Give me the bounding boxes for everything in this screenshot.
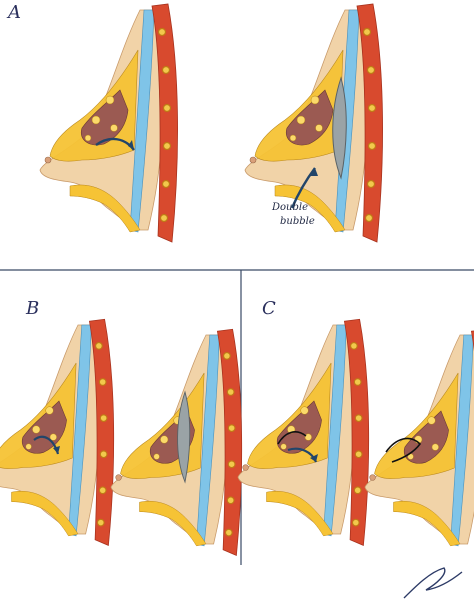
figure-a-right <box>244 3 384 243</box>
panel-label-a: A <box>6 2 21 23</box>
figure-a-left <box>39 3 179 243</box>
arrow-icon <box>290 167 316 209</box>
annotation-bubble: bubble <box>280 216 315 227</box>
panel-label-b: B <box>25 298 39 319</box>
figure-c-left <box>237 318 370 546</box>
scar-mark <box>277 431 307 445</box>
panel-label-c: C <box>262 298 276 319</box>
scar-mark <box>385 437 422 463</box>
figure-b-left <box>0 318 115 546</box>
signature-mark <box>403 567 463 599</box>
figure-c-right <box>364 328 474 556</box>
figure-b-right <box>110 328 243 556</box>
annotation-double: Double <box>271 202 308 213</box>
